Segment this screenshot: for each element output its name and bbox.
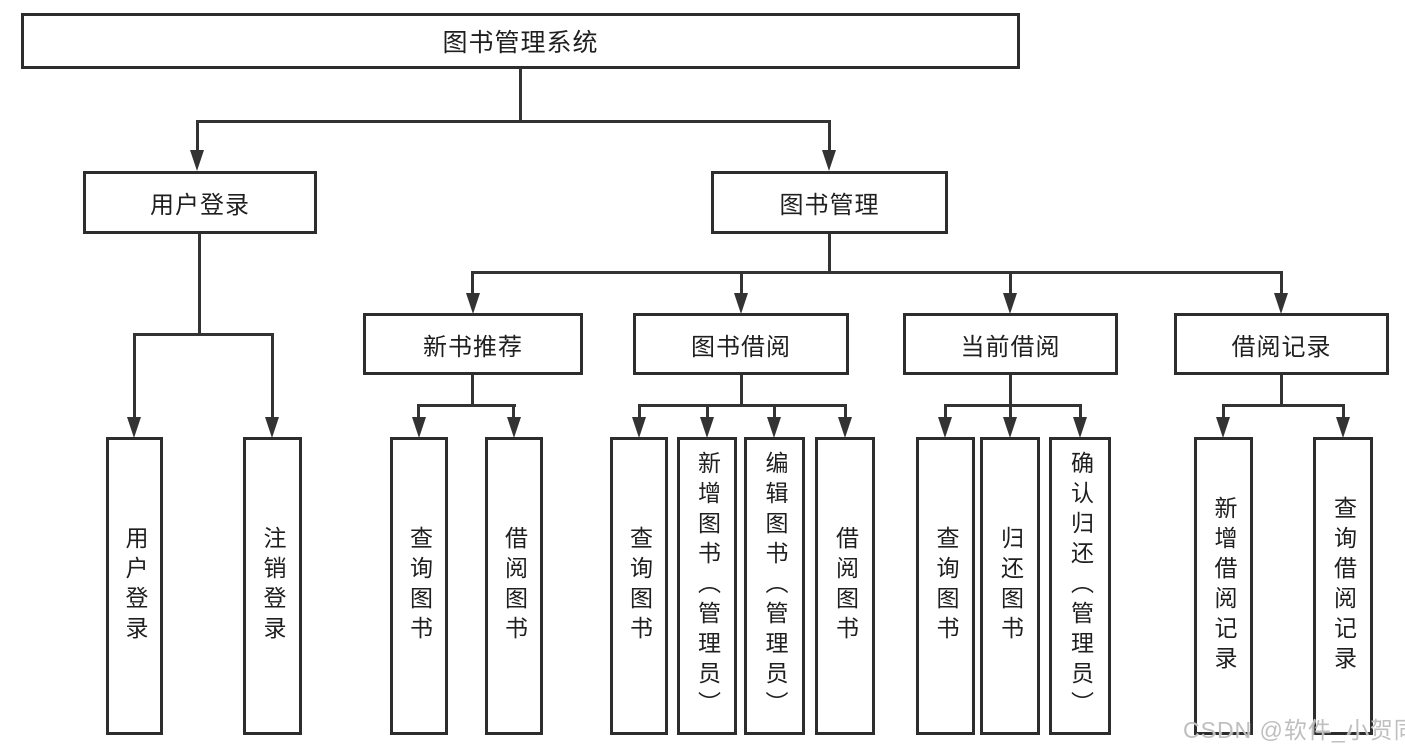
leaf-borrow-books: 借阅图书 — [815, 437, 875, 735]
edge-groupE-l1 — [1222, 404, 1225, 419]
edge-groupD-l3 — [1079, 404, 1082, 419]
leaf-edit-books-admin: 编辑图书（管理员） — [744, 437, 805, 735]
edge-root-to-mgmt — [828, 120, 831, 151]
edge-login-span — [133, 333, 274, 336]
leaf-add-borrow-record: 新增借阅记录 — [1194, 437, 1253, 735]
edge-groupD-l1 — [944, 404, 947, 419]
leaf-query-books-recommend: 查询图书 — [390, 437, 448, 735]
arrow-down-icon — [412, 417, 426, 438]
edge-mgmt-down — [828, 234, 831, 274]
edge-groupD-l2 — [1009, 404, 1012, 419]
edge-login-down — [198, 234, 201, 336]
arrow-down-icon — [1073, 417, 1087, 438]
arrow-down-icon — [700, 417, 714, 438]
csdn-watermark: CSDN @软件_小贺同学 — [1183, 717, 1405, 743]
arrow-down-icon — [507, 417, 521, 438]
leaf-user-login: 用户登录 — [106, 437, 163, 735]
arrow-down-icon — [1336, 417, 1350, 438]
edge-mgmt-b4 — [1280, 271, 1283, 294]
edge-login-leaf2 — [271, 333, 274, 418]
edge-groupC-l2 — [706, 404, 709, 419]
arrow-down-icon — [1274, 293, 1288, 314]
edge-groupB-l2 — [512, 404, 515, 419]
edge-groupD-span — [944, 404, 1081, 407]
leaf-query-books-current: 查询图书 — [916, 437, 975, 735]
arrow-down-icon — [767, 417, 781, 438]
edge-groupC-down — [740, 375, 743, 407]
edge-mgmt-b3 — [1009, 271, 1012, 294]
leaf-return-books: 归还图书 — [980, 437, 1040, 735]
arrow-down-icon — [838, 417, 852, 438]
arrow-down-icon — [466, 293, 480, 314]
node-book-borrow: 图书借阅 — [633, 313, 849, 375]
edge-groupC-span — [638, 404, 846, 407]
arrow-down-icon — [190, 150, 204, 171]
edge-groupC-l1 — [638, 404, 641, 419]
leaf-confirm-return-admin: 确认归还（管理员） — [1049, 437, 1111, 735]
arrow-down-icon — [1003, 417, 1017, 438]
arrow-down-icon — [822, 150, 836, 171]
node-root: 图书管理系统 — [21, 13, 1020, 69]
node-new-book-recommend: 新书推荐 — [363, 313, 583, 375]
edge-mgmt-b2 — [740, 271, 743, 294]
edge-groupC-l4 — [844, 404, 847, 419]
node-user-login: 用户登录 — [83, 171, 317, 234]
arrow-down-icon — [265, 417, 279, 438]
edge-login-leaf1 — [133, 333, 136, 418]
arrow-down-icon — [632, 417, 646, 438]
leaf-query-books: 查询图书 — [610, 437, 668, 735]
leaf-logout: 注销登录 — [243, 437, 302, 735]
edge-groupB-span — [418, 404, 516, 407]
edge-root-span — [196, 120, 831, 123]
edge-mgmt-span — [472, 271, 1283, 274]
edge-groupE-span — [1222, 404, 1344, 407]
node-borrow-records: 借阅记录 — [1174, 313, 1389, 375]
edge-groupD-down — [1009, 375, 1012, 407]
node-current-borrow: 当前借阅 — [903, 313, 1118, 375]
leaf-query-borrow-record: 查询借阅记录 — [1313, 437, 1373, 735]
edge-groupB-l1 — [417, 404, 420, 419]
edge-groupE-down — [1280, 375, 1283, 407]
edge-root-to-login — [196, 120, 199, 151]
arrow-down-icon — [1216, 417, 1230, 438]
arrow-down-icon — [127, 417, 141, 438]
edge-root-down — [519, 68, 522, 123]
arrow-down-icon — [734, 293, 748, 314]
edge-mgmt-b1 — [471, 271, 474, 294]
leaf-borrow-books-recommend: 借阅图书 — [485, 437, 543, 735]
arrow-down-icon — [938, 417, 952, 438]
edge-groupB-down — [471, 375, 474, 407]
edge-groupE-l2 — [1342, 404, 1345, 419]
arrow-down-icon — [1003, 293, 1017, 314]
leaf-add-books-admin: 新增图书（管理员） — [677, 437, 737, 735]
edge-groupC-l3 — [773, 404, 776, 419]
node-book-management: 图书管理 — [711, 171, 948, 234]
